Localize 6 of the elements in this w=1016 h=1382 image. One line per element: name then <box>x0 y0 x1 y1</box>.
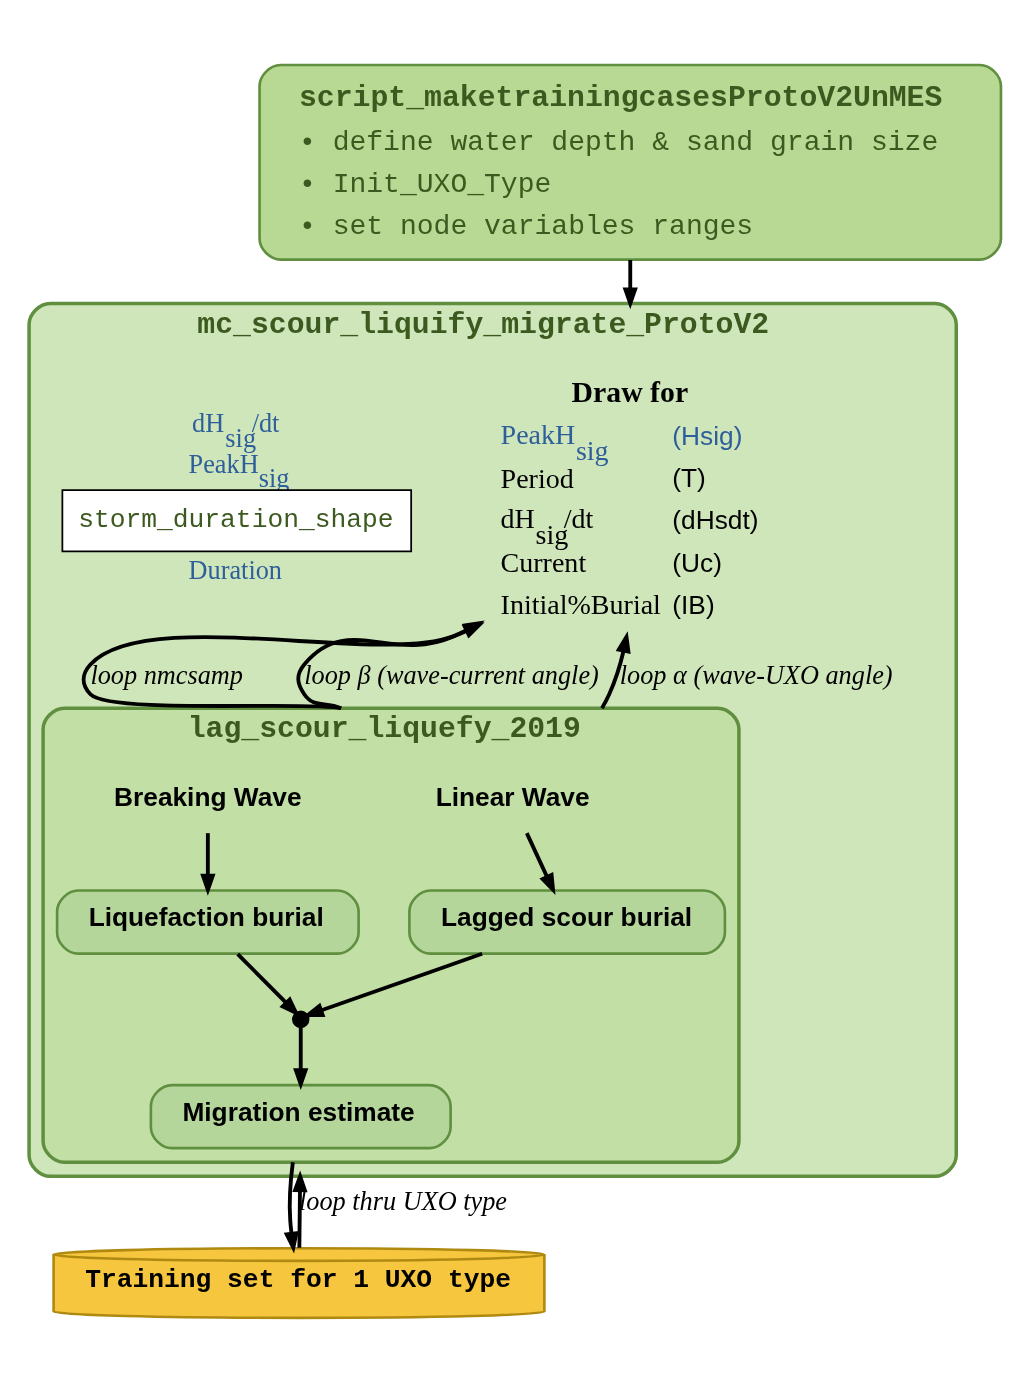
node-label: Duration <box>188 555 282 585</box>
edge-label: loop α (wave-UXO angle) <box>619 660 893 690</box>
node-text: Linear Wave <box>435 781 590 812</box>
edge-label: loop β (wave-current angle) <box>304 660 599 690</box>
node-text: Breaking Wave <box>114 781 302 812</box>
edge-label: loop nmcsamp <box>90 660 243 690</box>
